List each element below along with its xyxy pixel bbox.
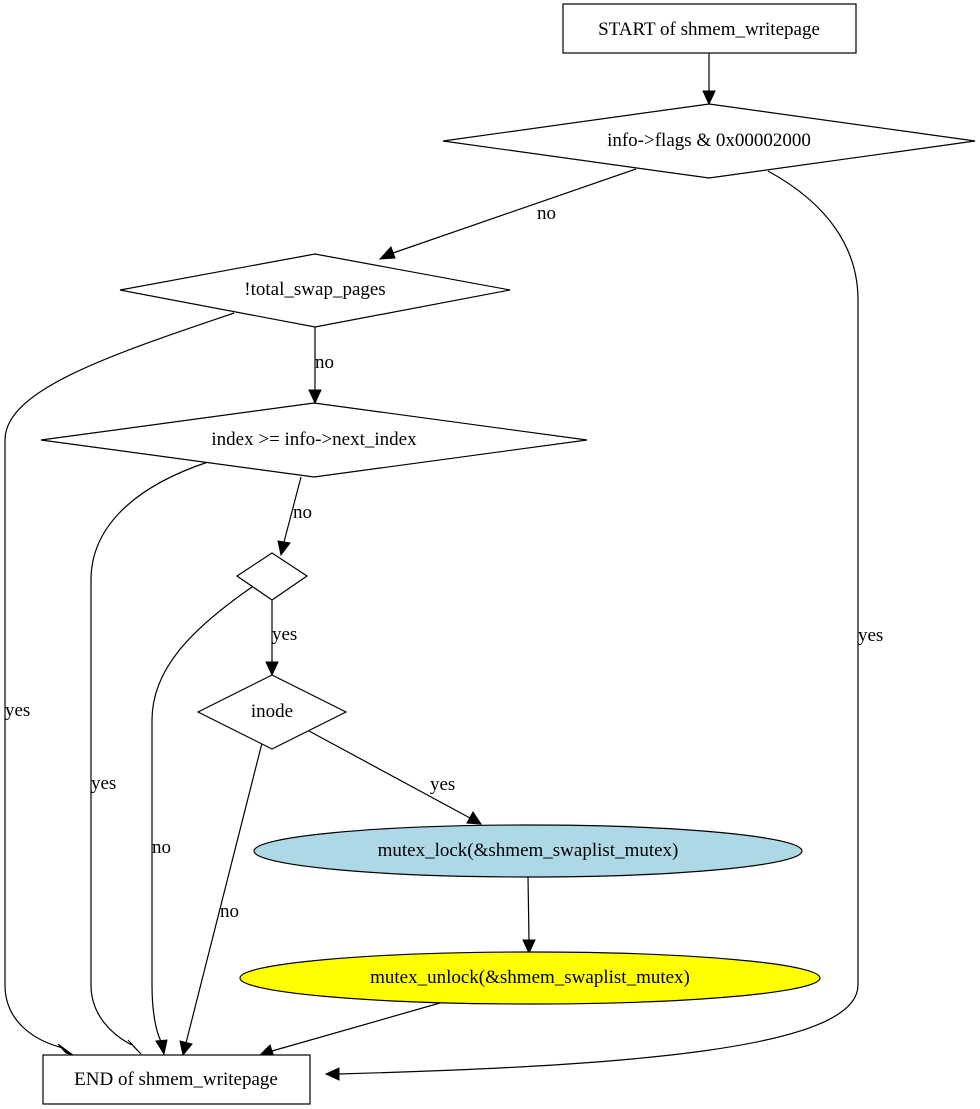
empty-check-node <box>235 552 309 601</box>
mutex-unlock-label: mutex_unlock(&shmem_swaplist_mutex) <box>370 967 690 988</box>
edge-mutex-lock-to-unlock <box>522 876 536 955</box>
inode-check-label: inode <box>251 701 293 722</box>
edge-label-no: no <box>220 901 239 922</box>
edge-mutex-unlock-to-end <box>258 1002 441 1058</box>
swap-pages-check-node: !total_swap_pages <box>119 253 511 328</box>
edge-inode-to-end: no <box>179 742 263 1057</box>
index-check-label: index >= info->next_index <box>211 429 417 450</box>
nodes: START of shmem_writepage info->flags & 0… <box>40 3 976 1105</box>
flags-check-label: info->flags & 0x00002000 <box>607 130 811 151</box>
mutex-unlock-node: mutex_unlock(&shmem_swaplist_mutex) <box>239 951 821 1005</box>
edge-label-yes: yes <box>430 774 455 795</box>
start-node-label: START of shmem_writepage <box>598 19 820 40</box>
end-node-label: END of shmem_writepage <box>74 1069 278 1090</box>
edge-label-yes: yes <box>5 700 30 721</box>
edge-inode-to-mutex-lock: yes <box>308 730 482 825</box>
swap-pages-check-label: !total_swap_pages <box>244 279 385 300</box>
edge-label-no: no <box>315 352 334 373</box>
edge-start-to-flags <box>702 53 716 106</box>
inode-check-node: inode <box>196 674 348 750</box>
edge-flags-to-end: yes <box>324 170 883 1081</box>
mutex-lock-label: mutex_lock(&shmem_swaplist_mutex) <box>378 840 679 861</box>
edge-label-yes: yes <box>858 625 883 646</box>
edge-swap-pages-to-end: yes <box>4 312 235 1056</box>
mutex-lock-node: mutex_lock(&shmem_swaplist_mutex) <box>253 824 803 878</box>
edge-index-to-end: yes <box>90 461 209 1055</box>
edge-label-no: no <box>152 837 171 858</box>
edge-label-no: no <box>537 203 556 224</box>
edge-flags-to-swap-pages: no <box>378 168 637 260</box>
edge-empty-to-inode: yes <box>265 600 297 677</box>
edge-label-yes: yes <box>91 773 116 794</box>
edge-label-yes: yes <box>272 624 297 645</box>
flags-check-node: info->flags & 0x00002000 <box>442 103 976 179</box>
edges: no yes no yes no yes <box>4 53 883 1081</box>
index-check-node: index >= info->next_index <box>40 402 588 478</box>
edge-swap-pages-to-index: no <box>308 327 334 405</box>
edge-empty-to-end: no <box>151 586 253 1056</box>
edge-index-to-empty: no <box>277 476 312 557</box>
start-node: START of shmem_writepage <box>562 3 857 54</box>
end-node: END of shmem_writepage <box>42 1054 311 1105</box>
edge-label-no: no <box>293 502 312 523</box>
